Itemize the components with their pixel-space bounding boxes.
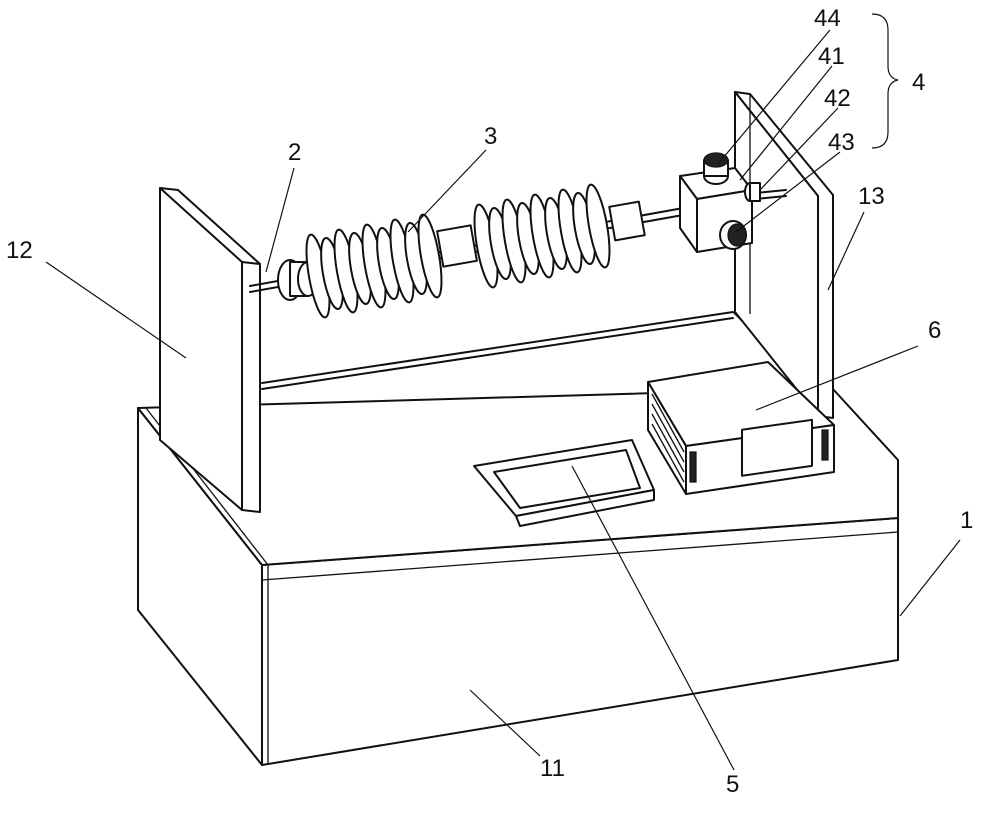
reference-labels: 2 3 12 13 6 1 11 5 44 41 42 43 4 (6, 5, 973, 798)
label-12: 12 (6, 237, 33, 264)
label-4: 4 (912, 69, 925, 96)
label-1: 1 (960, 507, 973, 534)
leader-lines (45, 13, 961, 771)
controller-box (647, 361, 835, 495)
label-6: 6 (928, 317, 941, 344)
label-42: 42 (824, 85, 851, 112)
label-11: 11 (540, 755, 565, 782)
label-41: 41 (818, 43, 845, 70)
insulator-shed (417, 213, 443, 299)
insulator (277, 183, 646, 319)
left-plate (159, 187, 261, 513)
insulator-end-cap (608, 200, 646, 242)
touch-screen (473, 439, 655, 527)
label-2: 2 (288, 139, 301, 166)
label-13: 13 (858, 183, 885, 210)
label-3: 3 (484, 123, 497, 150)
sensor-block (679, 152, 761, 253)
label-44: 44 (814, 5, 841, 32)
insulator-shed (585, 183, 611, 269)
label-43: 43 (828, 129, 855, 156)
insulator-coupling (436, 224, 478, 268)
label-5: 5 (726, 771, 739, 798)
